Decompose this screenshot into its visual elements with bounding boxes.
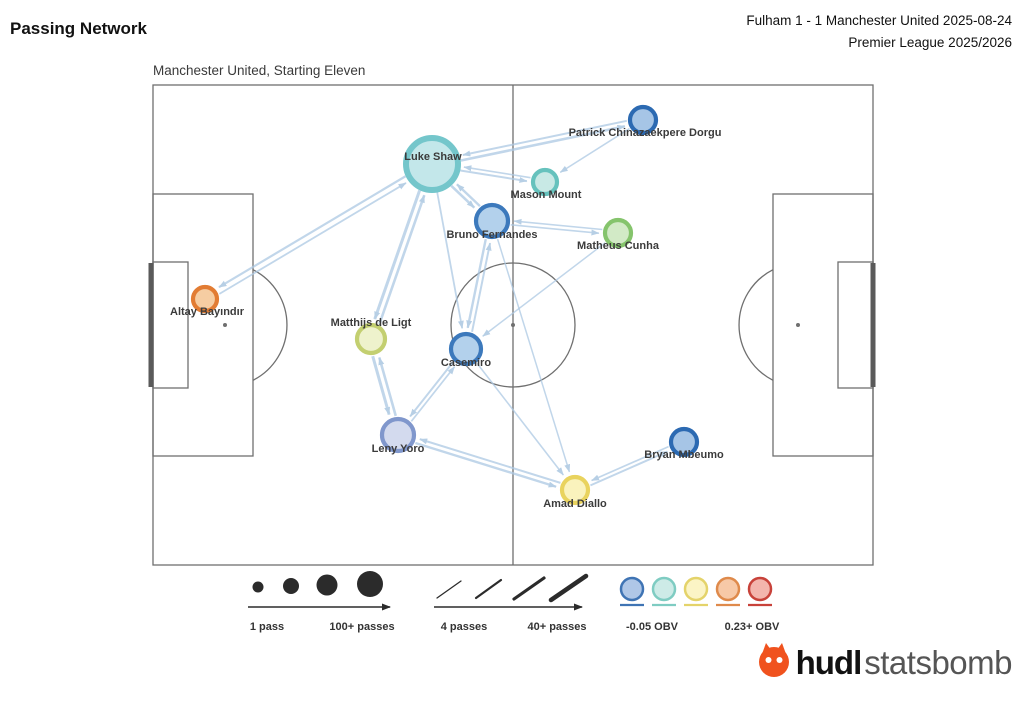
pass-edge-casemiro-yoro xyxy=(409,361,455,418)
player-node-fernandes xyxy=(473,202,511,240)
left-penalty-spot xyxy=(223,323,227,327)
player-label-mount: Mason Mount xyxy=(511,189,582,201)
right-penalty-arc xyxy=(738,269,774,381)
left-penalty-area xyxy=(152,193,254,457)
pass-edge-shaw-dorgu xyxy=(460,124,626,162)
legend-width-seg-3 xyxy=(548,573,589,603)
left-penalty-arc xyxy=(252,269,288,381)
brand-name-statsbomb: statsbomb xyxy=(864,643,1012,681)
player-node-cunha xyxy=(602,217,634,249)
pass-edge-bayindir-shaw xyxy=(218,182,407,295)
player-label-cunha: Matheus Cunha xyxy=(577,240,660,252)
match-score-line: Fulham 1 - 1 Manchester United 2025-08-2… xyxy=(746,13,1012,28)
chart-subtitle: Manchester United, Starting Eleven xyxy=(153,63,366,78)
pass-edge-shaw-deligt xyxy=(373,189,422,320)
pass-edge-yoro-amad xyxy=(415,441,557,488)
left-six-yard-box xyxy=(152,261,189,389)
legend-obv-max-label: 0.23+ OBV xyxy=(724,621,780,633)
center-spot xyxy=(511,323,515,327)
player-label-casemiro: Casemiro xyxy=(441,357,491,369)
legend-size-max-label: 100+ passes xyxy=(329,621,395,633)
player-node-dorgu xyxy=(627,104,659,136)
legend-width-seg-2 xyxy=(512,576,546,601)
player-node-bayindir xyxy=(190,284,220,314)
player-node-amad xyxy=(559,474,591,506)
legend-width-seg-0 xyxy=(436,580,462,599)
match-info: Fulham 1 - 1 Manchester United 2025-08-2… xyxy=(746,10,1012,54)
player-node-mount xyxy=(530,167,560,197)
pass-edge-fernandes-amad xyxy=(496,238,571,473)
pass-edge-fernandes-shaw xyxy=(456,183,481,207)
legend-glyphs xyxy=(252,571,773,607)
pass-edge-cunha-casemiro xyxy=(482,242,606,337)
legend-width-max-label: 40+ passes xyxy=(527,621,587,633)
pass-edge-mbeumo-amad xyxy=(591,445,669,482)
legend-size-min-label: 1 pass xyxy=(249,621,285,633)
right-penalty-spot xyxy=(796,323,800,327)
player-node-shaw xyxy=(403,135,461,193)
player-label-mbeumo: Bryan Mbeumo xyxy=(644,449,724,461)
pass-edge-casemiro-amad xyxy=(476,362,565,476)
pass-edge-dorgu-shaw xyxy=(462,119,628,157)
player-node-yoro xyxy=(379,416,417,454)
legend-obv-swatch-3 xyxy=(715,576,741,602)
pass-edge-yoro-deligt xyxy=(378,356,397,417)
pass-edge-mount-shaw xyxy=(463,165,531,179)
player-label-yoro: Leny Yoro xyxy=(372,443,425,455)
pass-edge-casemiro-fernandes xyxy=(471,242,492,333)
player-labels: Altay Bayındır Luke Shaw Patrick Chinazaek… xyxy=(170,127,724,510)
legend-obv-min-label: -0.05 OBV xyxy=(626,621,678,633)
right-six-yard-box xyxy=(837,261,874,389)
pass-edge-shaw-mount xyxy=(460,169,528,183)
pitch-markings xyxy=(148,84,876,566)
page-title: Passing Network xyxy=(10,19,147,38)
left-goal xyxy=(148,263,154,387)
legend-size-dot-2 xyxy=(316,574,338,596)
legend-obv-swatch-4 xyxy=(747,576,773,602)
legend-size-dot-0 xyxy=(252,581,264,593)
pass-edge-fernandes-casemiro xyxy=(466,238,487,329)
legend-obv-swatch-1 xyxy=(651,576,677,602)
player-label-bayindir: Altay Bayındır xyxy=(170,306,245,318)
pass-edge-deligt-shaw xyxy=(378,194,426,325)
legend-width-min-label: 4 passes xyxy=(440,621,488,633)
center-circle xyxy=(450,262,576,388)
pass-edge-fernandes-cunha xyxy=(510,223,600,236)
player-node-casemiro xyxy=(448,331,484,367)
legend-width-seg-1 xyxy=(474,578,503,600)
hudl-logo-icon xyxy=(755,641,793,684)
player-nodes xyxy=(190,104,700,506)
player-node-mbeumo xyxy=(668,426,700,458)
player-label-deligt: Matthijs de Ligt xyxy=(331,317,412,329)
pass-edges xyxy=(218,119,669,488)
legend-obv-swatch-0 xyxy=(619,576,645,602)
pass-edge-yoro-casemiro xyxy=(410,366,456,422)
player-node-deligt xyxy=(354,322,388,356)
pass-edge-shaw-bayindir xyxy=(218,175,407,289)
pass-edge-amad-yoro xyxy=(419,438,561,484)
pass-edge-dorgu-mount xyxy=(559,127,630,174)
pass-edge-shaw-casemiro xyxy=(436,192,464,329)
pass-edge-amad-mbeumo xyxy=(590,450,668,487)
player-label-shaw: Luke Shaw xyxy=(404,151,462,163)
player-label-fernandes: Bruno Fernandes xyxy=(446,229,537,241)
legend-obv-swatch-2 xyxy=(683,576,709,602)
pass-edge-cunha-fernandes xyxy=(513,218,603,231)
legend-size-dot-1 xyxy=(283,578,299,594)
legend-size-dot-3 xyxy=(357,571,383,597)
pass-edge-deligt-yoro xyxy=(371,355,391,416)
right-penalty-area xyxy=(772,193,874,457)
pass-edge-shaw-fernandes xyxy=(450,184,476,209)
brand-name-hudl: hudl xyxy=(795,643,863,681)
right-goal xyxy=(870,263,876,387)
competition-line: Premier League 2025/2026 xyxy=(848,35,1012,50)
player-label-amad: Amad Diallo xyxy=(543,498,607,510)
player-label-dorgu: Patrick Chinazaekpere Dorgu xyxy=(569,127,722,139)
